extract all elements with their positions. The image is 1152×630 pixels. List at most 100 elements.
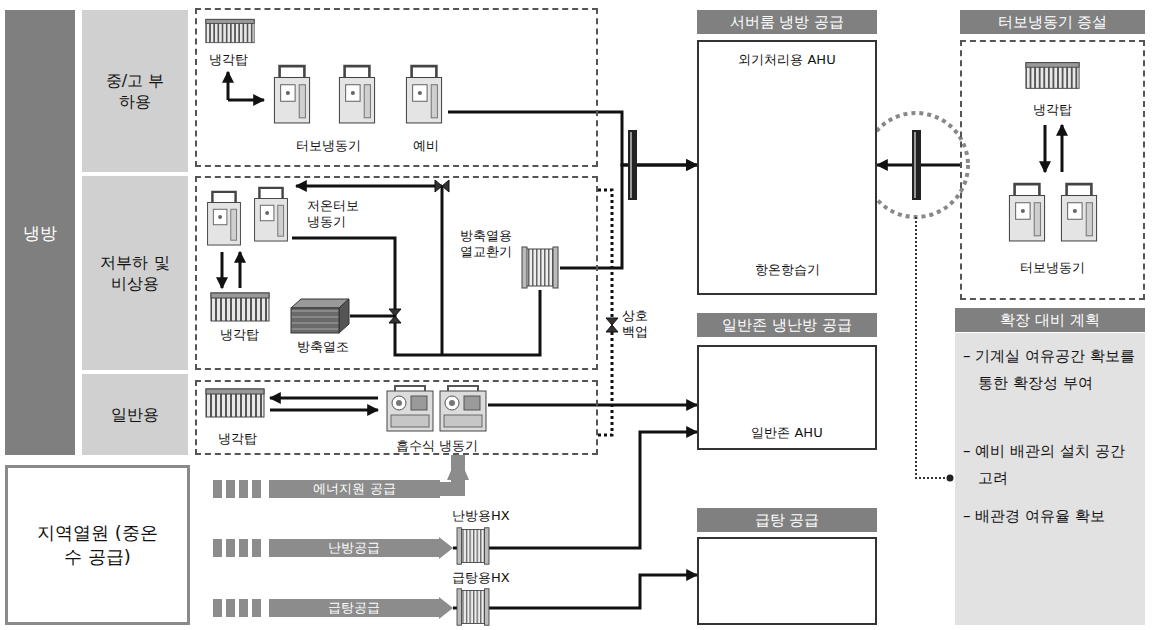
heat-source-box: 지역열원 (중온수 공급) xyxy=(5,465,190,625)
arrow-head xyxy=(439,597,453,619)
pipe-connector xyxy=(598,112,697,165)
supply-pipe xyxy=(448,111,598,114)
arrow-block xyxy=(213,480,222,498)
pipe-connector xyxy=(598,404,697,407)
node-text: 냉각탑 xyxy=(960,102,1145,118)
arrow-block xyxy=(226,480,235,498)
cooling-tower xyxy=(206,19,254,42)
flow-arrow xyxy=(270,409,378,412)
header-manifold xyxy=(912,130,921,200)
arrow-block xyxy=(239,480,248,498)
zone-frame xyxy=(697,537,877,625)
node-text: 방축열조 xyxy=(285,339,360,355)
node-text: 터보냉동기 xyxy=(263,138,393,154)
absorption-chiller xyxy=(387,386,433,431)
plant-group: 저온터보 냉동기냉각탑방축열조방축열용 열교환기 xyxy=(195,176,598,370)
supply-arrow: 난방공급 xyxy=(213,537,453,559)
node-text: 일반용 xyxy=(95,404,175,425)
pipe-connector xyxy=(453,432,697,548)
turbo-chiller xyxy=(274,66,309,123)
zone-frame xyxy=(697,40,877,295)
arrow-block xyxy=(226,539,235,557)
turbo-chiller xyxy=(1009,184,1044,241)
ice-storage-tank xyxy=(291,299,349,333)
node-text: 지역열원 (중온수 공급) xyxy=(33,521,163,569)
pipe xyxy=(350,315,395,318)
supply-zone: 일반존 냉난방 공급일반존 AHU xyxy=(697,313,877,450)
supply-arrow: 에너지원 공급 xyxy=(213,478,440,500)
arrow-head xyxy=(439,537,453,559)
category-band: 일반용 xyxy=(82,374,188,455)
low-temp-chiller xyxy=(255,188,288,241)
arrow-label: 에너지원 공급 xyxy=(273,478,436,500)
flow-arrow xyxy=(227,72,230,100)
category-band: 냉방 xyxy=(5,10,75,455)
category-band: 저부하 및 비상용 xyxy=(82,176,188,370)
zone-header: 급탕 공급 xyxy=(697,508,877,532)
zone-header: 터보냉동기 증설 xyxy=(960,10,1145,34)
supply-pipe xyxy=(488,404,598,407)
node-text: 냉방 xyxy=(23,222,57,244)
node-text: 저온터보 냉동기 xyxy=(307,198,371,230)
node-text: 항온항습기 xyxy=(697,262,877,278)
node-text: 흡수식 냉동기 xyxy=(377,438,497,454)
flow-arrow xyxy=(221,252,224,288)
plan-panel: 확장 대비 계획 – 기계실 여유공간 확보를 통한 확장성 부여 – 예비 배관의… xyxy=(955,308,1145,625)
flow-arrow xyxy=(239,252,242,288)
hx-label: 난방용HX xyxy=(452,508,510,524)
header-manifold xyxy=(630,132,632,198)
flow-arrow xyxy=(1044,125,1047,172)
arrow-block xyxy=(213,539,222,557)
arrow-block xyxy=(213,599,222,617)
zone-header: 서버룸 냉방 공급 xyxy=(697,10,877,34)
header-manifold xyxy=(628,130,637,200)
arrow-block xyxy=(252,539,261,557)
node-text: 저부하 및 비상용 xyxy=(95,252,175,294)
pipe-connector xyxy=(877,164,960,167)
cooling-tower xyxy=(211,293,269,321)
arrow-block xyxy=(226,599,235,617)
cooling-tower xyxy=(206,389,264,417)
zone-header: 확장 대비 계획 xyxy=(955,308,1145,332)
node-text: 터보냉동기 xyxy=(960,260,1145,276)
flow-arrow xyxy=(228,99,264,102)
backup-valve xyxy=(606,318,618,332)
pipe xyxy=(296,185,442,188)
pipe xyxy=(441,186,444,355)
leader-dot xyxy=(947,475,954,482)
expansion-group: 터보냉동기 증설냉각탑터보냉동기 xyxy=(960,10,1145,300)
zone-header: 일반존 냉난방 공급 xyxy=(697,313,877,337)
node-text: 예비 xyxy=(401,138,451,154)
plant-group: 냉각탑 흡수식 냉동기 xyxy=(195,380,598,455)
pipe-connector xyxy=(598,190,612,435)
bullet-text: – 예비 배관의 설치 공간 고려 xyxy=(963,438,1141,492)
arrow-block xyxy=(239,539,248,557)
leader-line xyxy=(916,217,947,478)
flow-arrow xyxy=(1061,125,1064,172)
supply-arrow: 급탕공급 xyxy=(213,597,453,619)
node-text: 냉각탑 xyxy=(202,431,272,447)
valve xyxy=(435,180,449,192)
bullet-text: – 기계실 여유공간 확보를 통한 확장성 부여 xyxy=(963,343,1141,397)
cooling-tower xyxy=(1026,63,1079,89)
heating-hx xyxy=(457,528,489,564)
category-band: 중/고 부하용 xyxy=(82,10,188,172)
bullet-text: – 배관경 여유율 확보 xyxy=(963,503,1141,530)
valve xyxy=(389,309,401,323)
spare-chiller xyxy=(406,66,441,123)
absorption-chiller xyxy=(440,386,486,431)
arrow-block xyxy=(252,480,261,498)
heat-exchanger xyxy=(522,247,558,288)
arrow-label: 난방공급 xyxy=(273,537,435,559)
turbo-chiller xyxy=(339,66,374,123)
arrow-block xyxy=(252,599,261,617)
highlight-circle xyxy=(864,113,968,217)
header-manifold xyxy=(914,132,916,198)
node-text: 방축열용 열교환기 xyxy=(453,228,519,260)
low-temp-chiller xyxy=(208,192,241,245)
node-text: 냉각탑 xyxy=(197,52,259,68)
edge-label: 상호 백업 xyxy=(620,308,658,340)
supply-zone: 서버룸 냉방 공급외기처리용 AHU 항온항습기 xyxy=(697,10,877,295)
turbo-chiller xyxy=(1061,184,1096,241)
node-text: 외기처리용 AHU xyxy=(697,52,877,68)
